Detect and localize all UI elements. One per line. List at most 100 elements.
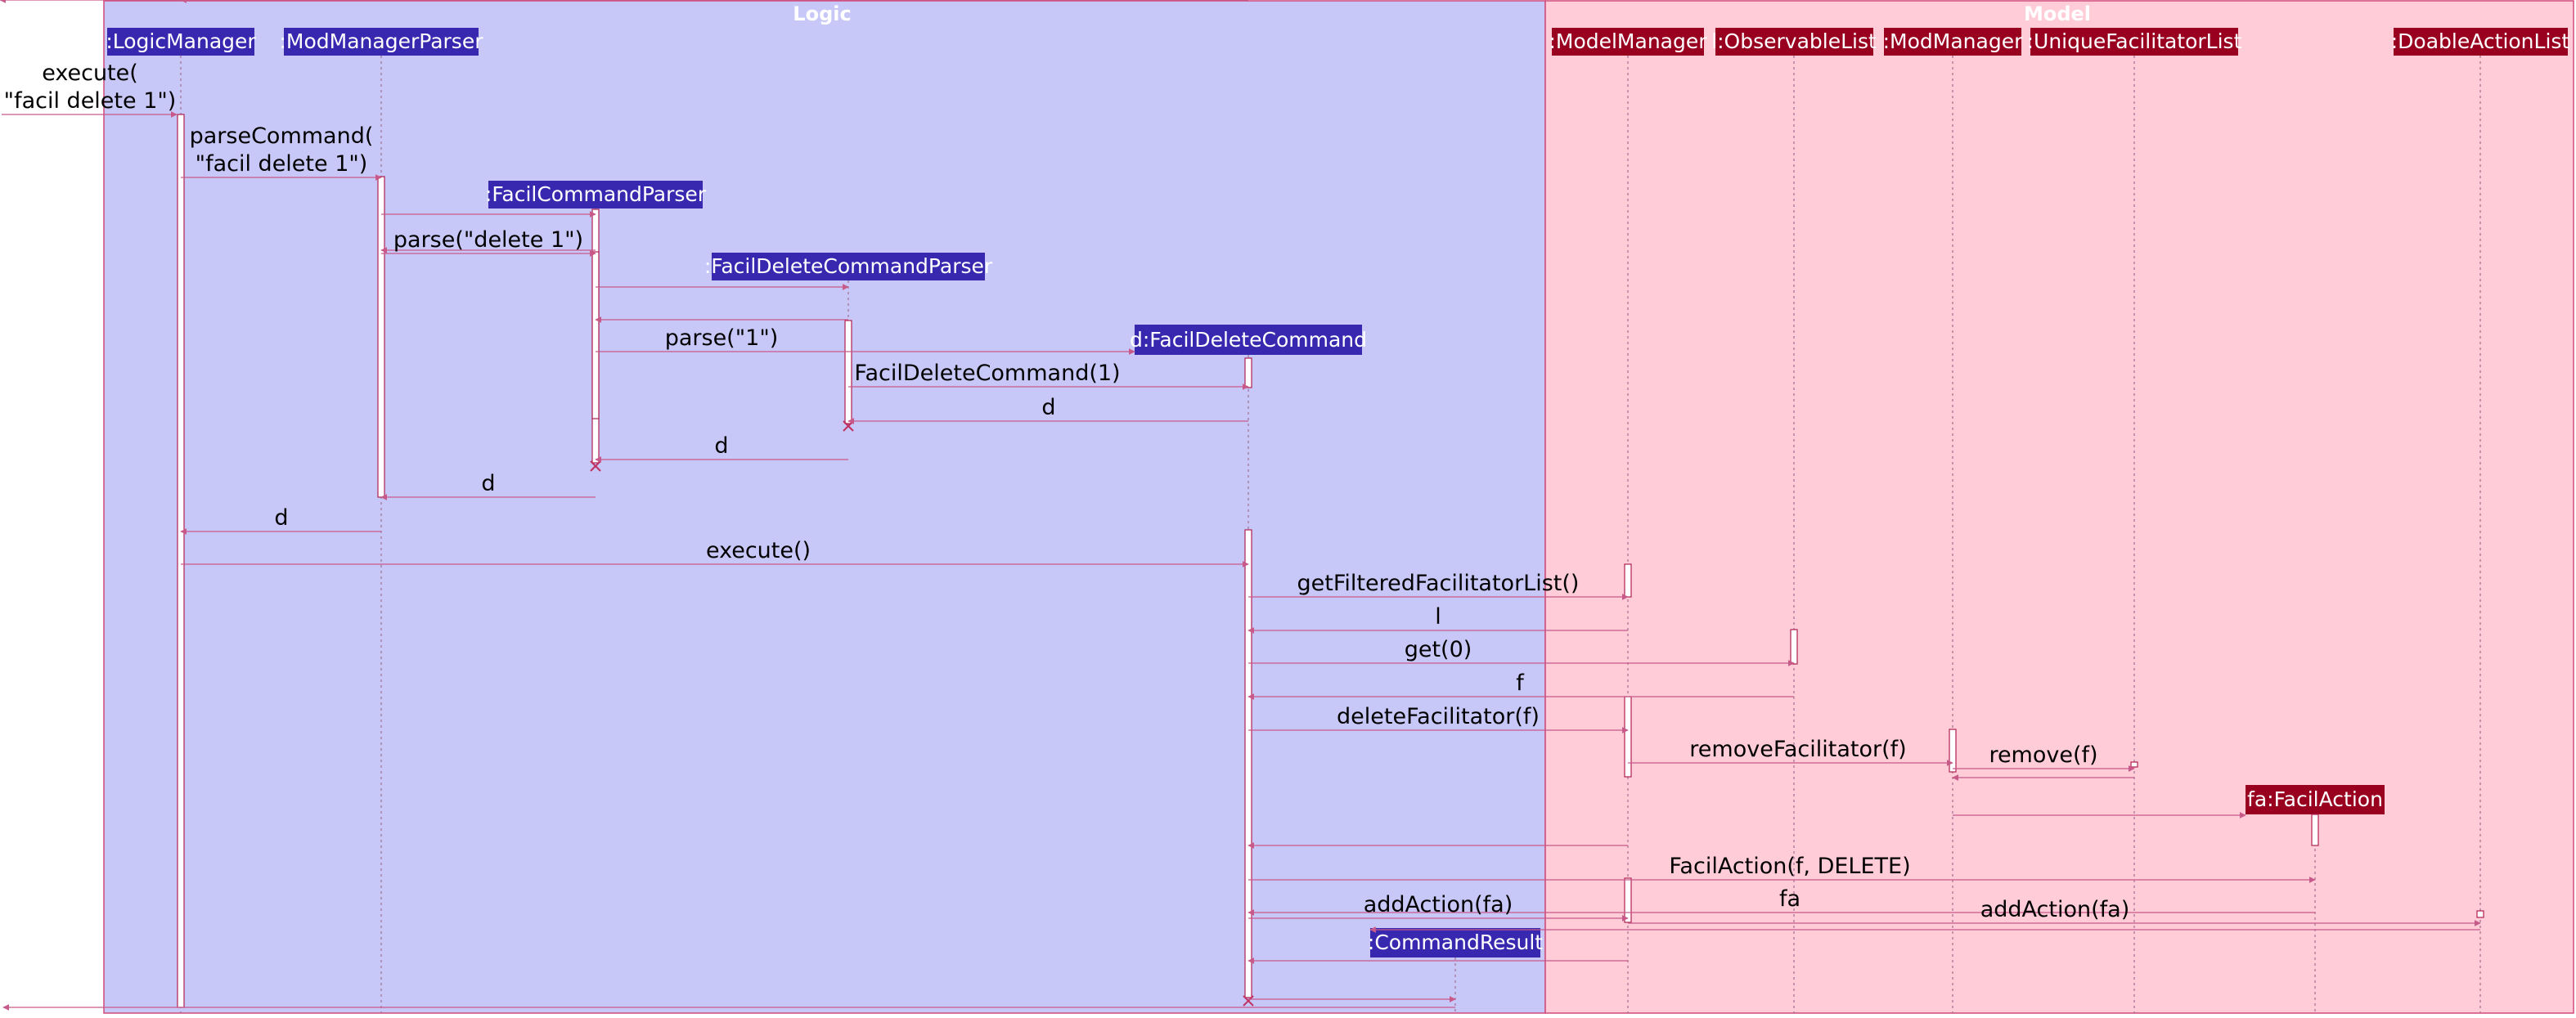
message-label-24-0: FacilAction(f, DELETE) <box>1669 854 1910 879</box>
message-17: f <box>1248 670 1794 700</box>
message-label-8-0: FacilDeleteCommand(1) <box>854 361 1120 386</box>
message-label-25-0: fa <box>1779 886 1801 912</box>
participant-mod-manager-box <box>1884 28 2021 56</box>
participant-model-manager-box <box>1552 28 1704 56</box>
participant-logic-manager-box <box>107 28 254 56</box>
participant-facil-command-parser[interactable]: :FacilCommandParser <box>485 181 707 209</box>
activation-facil-parser-3 <box>591 251 600 419</box>
participant-mod-manager-parser[interactable]: :ModManagerParser <box>280 28 484 56</box>
participant-facil-delete-command-label: d:FacilDeleteCommand <box>1130 328 1367 352</box>
message-label-15-0: l <box>1435 604 1441 630</box>
participant-mod-manager-parser-box <box>284 28 479 56</box>
message-label-7-0: parse("1") <box>665 325 779 351</box>
messages: execute("facil delete 1")parseCommand("f… <box>0 0 2481 1011</box>
participant-mod-manager[interactable]: :ModManager <box>1883 28 2023 56</box>
message-14: getFilteredFacilitatorList() <box>1248 571 1629 600</box>
destroy-mark-1 <box>590 460 601 472</box>
message-9: d <box>847 395 1248 424</box>
activation-delete-cmd-6 <box>1244 529 1252 998</box>
message-label-26-0: addAction(fa) <box>1364 892 1513 917</box>
message-label-4-0: parse("delete 1") <box>393 227 583 253</box>
message-label-11-0: d <box>481 471 495 496</box>
participant-observable-list[interactable]: l:ObservableList <box>1711 28 1877 56</box>
participant-unique-facilitator-list[interactable]: :UniqueFacilitatorList <box>2027 28 2242 56</box>
message-13: execute() <box>181 538 1249 567</box>
destroy-mark-2 <box>1243 995 1254 1007</box>
participant-facil-delete-command-parser[interactable]: :FacilDeleteCommandParser <box>704 253 993 280</box>
participant-command-result-box <box>1370 928 1540 957</box>
participant-observable-list-label: l:ObservableList <box>1711 29 1877 53</box>
participant-facil-delete-command-parser-label: :FacilDeleteCommandParser <box>704 254 993 278</box>
participant-unique-facilitator-list-label: :UniqueFacilitatorList <box>2027 29 2242 53</box>
message-label-13-0: execute() <box>706 538 811 563</box>
message-label-17-0: f <box>1516 670 1525 696</box>
participant-command-result-label: :CommandResult <box>1368 931 1543 954</box>
destruction-marks <box>590 420 1254 1007</box>
activation-facil-action-12 <box>2311 814 2319 846</box>
message-16: get(0) <box>1248 637 1795 666</box>
activation-doable-list-14 <box>2476 910 2484 918</box>
participant-facil-action-box <box>2246 785 2385 814</box>
model-boundary-title: Model <box>2024 2 2091 25</box>
activation-model-manager-7 <box>1624 563 1632 598</box>
message-label-14-0: getFilteredFacilitatorList() <box>1297 571 1580 596</box>
participant-facil-command-parser-label: :FacilCommandParser <box>485 182 707 206</box>
participant-doable-action-list-box <box>2394 28 2568 56</box>
participant-facil-delete-command[interactable]: d:FacilDeleteCommand <box>1130 325 1367 355</box>
activation-observable-list-8 <box>1790 629 1798 665</box>
message-label-0-1: "facil delete 1") <box>4 88 177 114</box>
participant-unique-facilitator-list-box <box>2030 28 2238 56</box>
message-label-10-0: d <box>714 433 728 459</box>
message-27: addAction(fa) <box>1628 897 2481 926</box>
message-label-1-0: parseCommand( <box>190 123 374 149</box>
message-20: remove(f) <box>1953 742 2135 772</box>
participant-doable-action-list[interactable]: :DoableActionList <box>2391 28 2570 56</box>
message-26: addAction(fa) <box>1248 892 1629 922</box>
message-12: d <box>180 505 381 535</box>
message-label-18-0: deleteFacilitator(f) <box>1337 704 1540 729</box>
message-label-20-0: remove(f) <box>1989 742 2097 768</box>
activation-delete-parser-4 <box>844 320 852 424</box>
participant-doable-action-list-label: :DoableActionList <box>2391 29 2570 53</box>
participant-logic-manager-label: :LogicManager <box>106 29 256 53</box>
participant-logic-manager[interactable]: :LogicManager <box>106 28 256 56</box>
activations <box>177 114 2484 1008</box>
message-1: parseCommand("facil delete 1") <box>181 123 382 181</box>
message-label-19-0: removeFacilitator(f) <box>1689 737 1906 762</box>
message-label-0-0: execute( <box>42 61 138 86</box>
participant-facil-action-label: fa:FacilAction <box>2247 787 2383 811</box>
activation-model-manager-13 <box>1624 877 1632 923</box>
message-18: deleteFacilitator(f) <box>1248 704 1629 733</box>
message-label-9-0: d <box>1041 395 1055 420</box>
participant-observable-list-box <box>1715 28 1873 56</box>
logic-boundary <box>103 0 1546 1014</box>
message-label-16-0: get(0) <box>1405 637 1472 662</box>
message-0: execute("facil delete 1") <box>2 61 178 118</box>
message-7: parse("1") <box>596 325 1135 355</box>
participant-model-manager[interactable]: :ModelManager <box>1549 28 1707 56</box>
message-15: l <box>1248 604 1628 634</box>
participant-facil-action[interactable]: fa:FacilAction <box>2246 785 2385 814</box>
participant-command-result[interactable]: :CommandResult <box>1368 928 1543 957</box>
participant-facil-delete-command-parser-box <box>712 253 985 280</box>
message-label-1-1: "facil delete 1") <box>196 151 368 177</box>
activation-unique-list-11 <box>2130 761 2138 768</box>
participant-facil-command-parser-box <box>488 181 703 209</box>
message-24: FacilAction(f, DELETE) <box>1248 854 2316 883</box>
activation-mod-manager-10 <box>1949 729 1957 773</box>
logic-boundary-title: Logic <box>793 2 851 25</box>
participant-model-manager-label: :ModelManager <box>1549 29 1707 53</box>
message-11: d <box>380 471 596 500</box>
message-19: removeFacilitator(f) <box>1628 737 1953 766</box>
participant-mod-manager-parser-label: :ModManagerParser <box>280 29 484 53</box>
message-10: d <box>595 433 848 463</box>
message-4: parse("delete 1") <box>381 227 596 257</box>
message-label-27-0: addAction(fa) <box>1980 897 2130 922</box>
activation-parser-1 <box>377 176 385 498</box>
message-label-12-0: d <box>274 505 288 531</box>
activation-logic-manager-0 <box>177 114 185 1008</box>
model-boundary <box>1544 0 2574 1014</box>
activation-model-manager-9 <box>1624 696 1632 778</box>
activation-delete-cmd-5 <box>1244 357 1252 388</box>
